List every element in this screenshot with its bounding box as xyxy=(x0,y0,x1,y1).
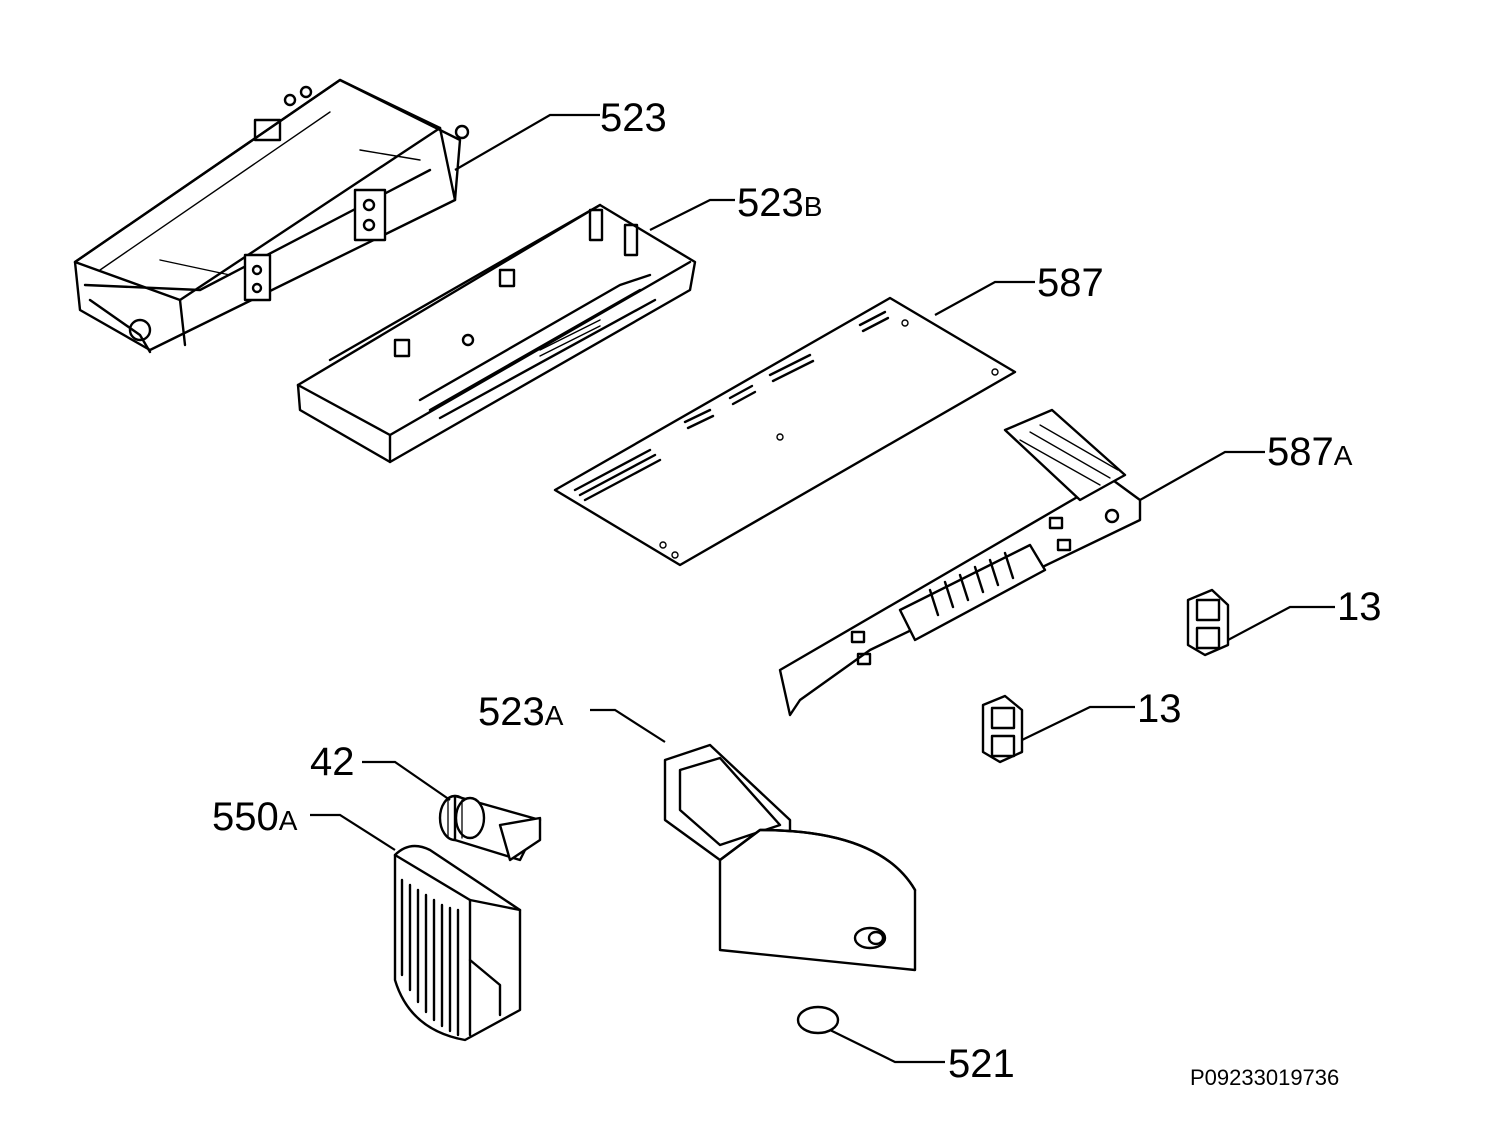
callout-13-lower: 13 xyxy=(1137,687,1182,731)
callout-523B: 523B xyxy=(737,181,822,225)
leader-523A xyxy=(590,708,666,743)
part-521-ring xyxy=(796,1005,840,1035)
part-523B-frame-tray xyxy=(296,203,697,464)
callout-587A: 587A xyxy=(1267,430,1353,474)
callout-13-upper: 13 xyxy=(1337,585,1382,629)
part-587A-display-board xyxy=(778,408,1142,717)
leader-42 xyxy=(362,760,451,801)
part-13-clip-lower xyxy=(981,694,1024,764)
leader-13-upper xyxy=(1227,605,1335,641)
part-523-housing-cover xyxy=(73,78,470,354)
callout-550A: 550A xyxy=(212,795,298,839)
callout-42: 42 xyxy=(310,740,355,784)
callout-587: 587 xyxy=(1037,261,1104,305)
callout-523: 523 xyxy=(600,96,667,140)
part-550A-end-cap xyxy=(393,844,522,1042)
callout-523A: 523A xyxy=(478,690,564,734)
part-13-clip-upper xyxy=(1186,588,1230,657)
leader-523 xyxy=(454,113,600,171)
callout-521: 521 xyxy=(948,1042,1015,1086)
leader-523B xyxy=(649,198,735,231)
part-42-selector-knob xyxy=(438,794,542,862)
leader-521 xyxy=(829,1029,945,1064)
leader-13-lower xyxy=(1021,705,1135,741)
part-587-circuit-board xyxy=(553,296,1017,567)
drawing-code: P09233019736 xyxy=(1190,1065,1339,1090)
leader-550A xyxy=(310,813,396,851)
part-523A-knob-housing xyxy=(663,743,917,972)
leader-587 xyxy=(934,280,1035,316)
leader-587A xyxy=(1139,450,1265,501)
